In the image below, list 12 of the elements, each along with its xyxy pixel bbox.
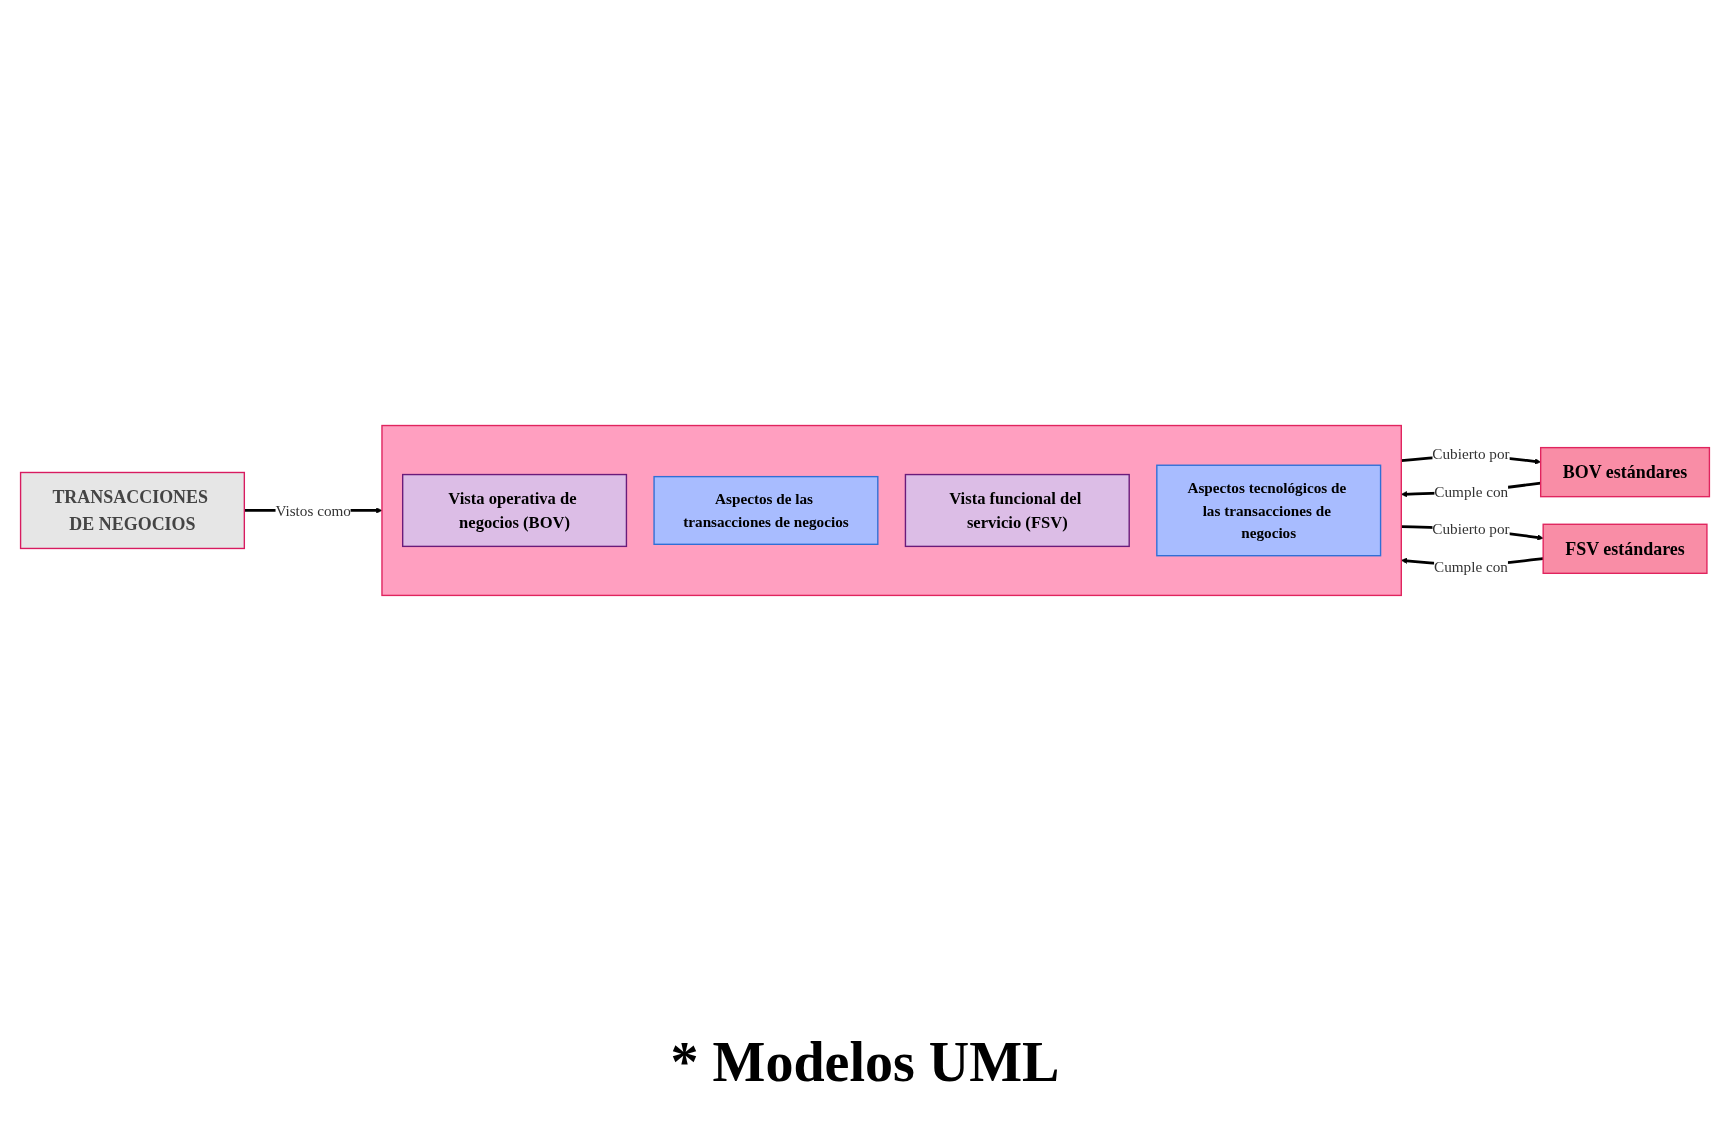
node-box: Aspectos tecnológicos de las transacciones de negocios bbox=[1156, 464, 1382, 556]
node-box: FSV estándares bbox=[1542, 523, 1708, 574]
node-box: Aspectos de las transacciones de negocios bbox=[653, 475, 879, 545]
node-box: Vista operativa de negocios (BOV) bbox=[402, 473, 628, 547]
node-box: BOV estándares bbox=[1540, 446, 1711, 497]
edge-label: Cubierto por bbox=[1432, 519, 1510, 537]
cluster bbox=[381, 424, 1402, 596]
note: * Modelos UML bbox=[669, 1030, 1061, 1094]
node-box: TRANSACCIONES DE NEGOCIOS bbox=[19, 471, 245, 549]
node-box: Vista funcional del servicio (FSV) bbox=[904, 473, 1130, 547]
edge-label: Cubierto por bbox=[1432, 444, 1510, 462]
edge-label: Cumple con bbox=[1434, 558, 1508, 576]
